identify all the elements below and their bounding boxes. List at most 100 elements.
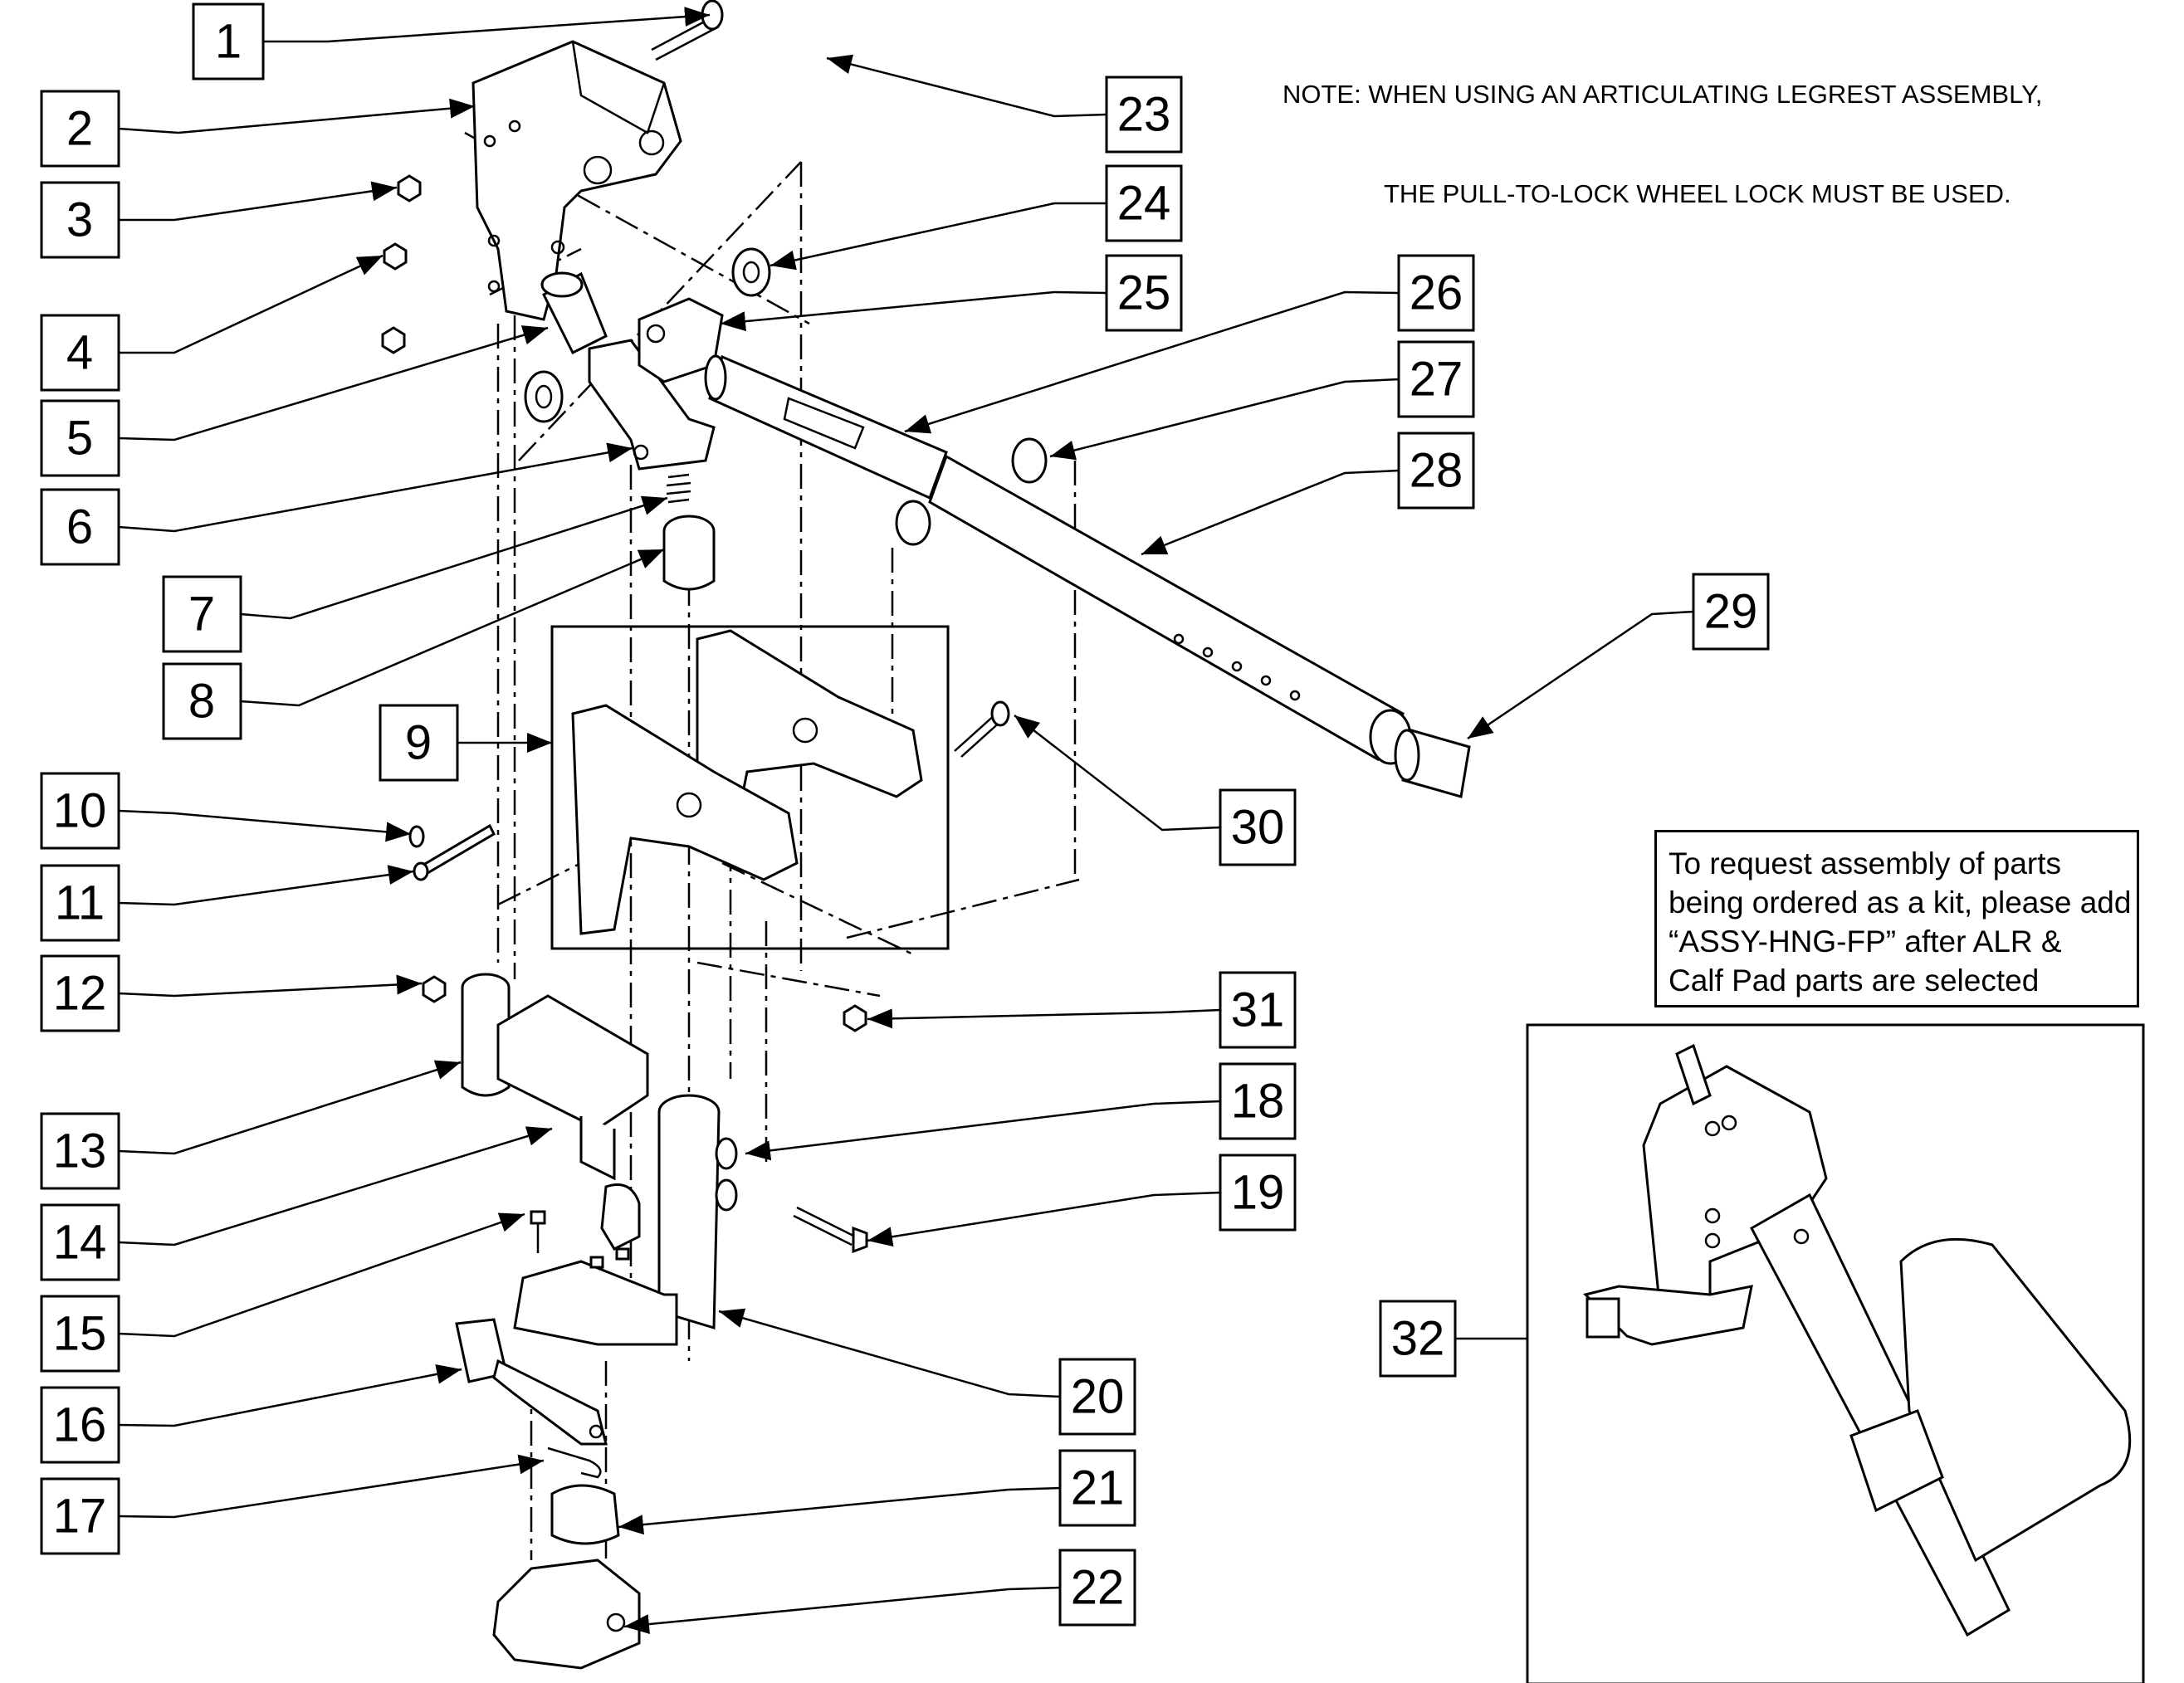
callout-24: 24 [1105,164,1183,242]
callout-label: 5 [66,412,93,466]
callout-label: 4 [66,326,93,380]
part-lock-base-22 [492,1559,641,1670]
callout-13: 13 [40,1112,120,1190]
callout-label: 30 [1231,801,1285,855]
part-lugs-18 [715,1137,738,1212]
callout-9: 9 [379,704,459,782]
callout-21: 21 [1058,1449,1136,1527]
callout-27: 27 [1397,340,1475,418]
callout-28: 28 [1397,432,1475,510]
callout-16: 16 [40,1386,120,1464]
callout-label: 10 [53,784,107,838]
part-tube-28 [928,454,1412,765]
part-endcap-29 [1394,729,1471,798]
callout-label: 12 [53,967,107,1021]
callout-8: 8 [162,662,242,740]
part-nut-12-31 [422,975,867,1032]
part-bolt-19 [793,1206,868,1254]
callout-label: 18 [1231,1075,1285,1129]
callout-label: 13 [53,1124,107,1178]
callout-20: 20 [1058,1358,1136,1436]
part-bolt-1 [651,0,724,61]
callout-label: 2 [66,102,93,156]
callout-label: 6 [66,500,93,554]
part-nuts-3-4 [381,174,422,354]
callout-18: 18 [1219,1062,1297,1140]
part-screws-15 [530,1210,630,1269]
callout-3: 3 [40,181,120,259]
part-hinge-plates-9 [550,625,950,950]
callout-32: 32 [1379,1300,1457,1378]
callout-30: 30 [1219,788,1297,866]
callout-label: 27 [1410,353,1463,407]
callout-6: 6 [40,488,120,566]
callout-label: 8 [188,675,215,729]
callout-1: 1 [192,2,265,80]
callout-label: 9 [405,716,432,770]
callout-11: 11 [40,864,120,942]
callout-22: 22 [1058,1549,1136,1627]
callout-label: 32 [1391,1312,1445,1366]
callout-5: 5 [40,399,120,477]
callout-label: 24 [1117,177,1171,231]
callout-label: 15 [53,1307,107,1361]
kit-note-line-4: Calf Pad parts are selected [1669,963,2040,998]
callout-label: 31 [1231,983,1285,1037]
callout-10: 10 [40,772,120,850]
kit-assembly-note: To request assembly of parts being order… [1654,830,2139,1007]
callout-label: 3 [66,193,93,247]
part-collar-21 [550,1484,620,1545]
callout-label: 1 [215,15,242,69]
callout-25: 25 [1105,254,1183,332]
callout-label: 19 [1231,1166,1285,1220]
part-pin-10-11 [408,823,496,881]
callout-26: 26 [1397,254,1475,332]
part-washers-27 [895,437,1048,546]
callout-4: 4 [40,314,120,392]
part-handle-5 [540,271,608,355]
legrest-note-line-1: NOTE: WHEN USING AN ARTICULATING LEGREST… [1283,80,2043,109]
callout-label: 21 [1071,1461,1125,1515]
callout-label: 22 [1071,1561,1125,1615]
part-mounting-bracket-2 [471,40,682,321]
callout-label: 29 [1704,585,1758,639]
leader-lines [118,7,1694,1635]
legrest-note: NOTE: WHEN USING AN ARTICULATING LEGREST… [1283,12,2042,244]
callout-label: 25 [1117,266,1171,320]
kit-note-line-1: To request assembly of parts [1669,846,2061,881]
callout-31: 31 [1219,971,1297,1049]
part-post-20 [513,1094,721,1346]
part-clamp-13-14 [461,973,649,1181]
callout-15: 15 [40,1295,120,1373]
part-tube-26 [704,354,948,500]
callout-label: 17 [53,1490,107,1544]
part-bolt-30 [954,700,1010,758]
callout-23: 23 [1105,76,1183,154]
callout-label: 20 [1071,1370,1125,1424]
callout-29: 29 [1692,573,1770,651]
callout-label: 16 [53,1398,107,1452]
assembled-view-32 [1526,1023,2145,1683]
callout-2: 2 [40,90,120,168]
callout-label: 23 [1117,88,1171,142]
callouts: 1 2 3 4 5 6 7 8 9 10 11 12 13 14 15 16 1… [40,2,1770,1627]
callout-7: 7 [162,575,242,653]
part-bushing-8 [662,515,716,591]
callout-label: 26 [1410,266,1463,320]
callout-label: 7 [188,588,215,641]
part-spring-17 [547,1446,602,1479]
callout-label: 11 [55,876,105,930]
callout-label: 28 [1410,444,1463,498]
kit-note-line-3: “ASSY-HNG-FP” after ALR & [1669,924,2062,959]
callout-19: 19 [1219,1154,1297,1232]
part-washer [524,247,771,423]
callout-14: 14 [40,1203,120,1281]
part-lever-16 [455,1318,608,1446]
callout-label: 14 [53,1216,107,1270]
callout-12: 12 [40,954,120,1032]
legrest-note-line-2: THE PULL-TO-LOCK WHEEL LOCK MUST BE USED… [1384,179,2011,208]
callout-17: 17 [40,1477,120,1555]
kit-note-line-2: being ordered as a kit, please add [1669,885,2132,920]
part-spring-7 [666,473,691,504]
